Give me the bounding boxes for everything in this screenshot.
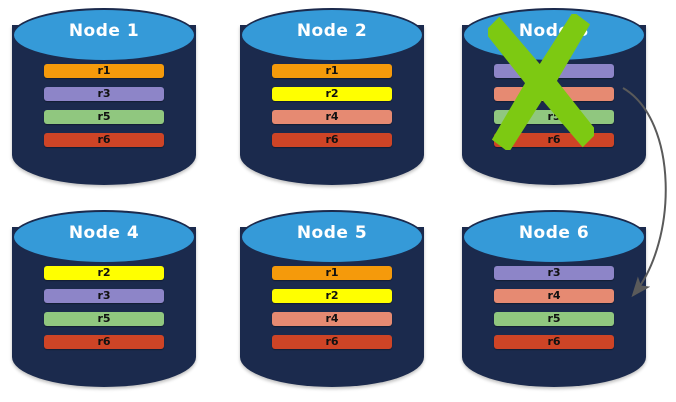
node-2-replica-row[interactable]: r1: [272, 64, 392, 78]
node-4-replica-row[interactable]: r3: [44, 289, 164, 303]
node-5-replica-list: r1 r2 r4 r6: [272, 266, 392, 349]
node-3-replica-row[interactable]: r5: [494, 110, 614, 124]
node-3-replica-label: r5: [547, 110, 561, 123]
node-1-replica-list: r1 r3 r5 r6: [44, 64, 164, 147]
node-5-cylinder-top: [240, 210, 424, 264]
node-1-replica-label: r1: [97, 64, 111, 77]
node-6-replica-row[interactable]: r4: [494, 289, 614, 303]
node-6-replica-row[interactable]: r6: [494, 335, 614, 349]
node-6-replica-label: r5: [547, 312, 561, 325]
node-5-replica-row[interactable]: r4: [272, 312, 392, 326]
node-2-replica-label: r6: [325, 133, 339, 146]
node-2-replica-row[interactable]: r6: [272, 133, 392, 147]
node-5-replica-row[interactable]: r6: [272, 335, 392, 349]
node-1-replica-row[interactable]: r5: [44, 110, 164, 124]
node-5-replica-label: r6: [325, 335, 339, 348]
node-4-replica-label: r6: [97, 335, 111, 348]
node-2-replica-label: r4: [325, 110, 339, 123]
node-1-replica-row[interactable]: r3: [44, 87, 164, 101]
node-2-replica-list: r1 r2 r4 r6: [272, 64, 392, 147]
node-4-cylinder-top: [12, 210, 196, 264]
node-6-replica-row[interactable]: r5: [494, 312, 614, 326]
node-6-replica-row[interactable]: r3: [494, 266, 614, 280]
node-1-replica-label: r3: [97, 87, 111, 100]
node-5-replica-label: r2: [325, 289, 339, 302]
node-1-replica-label: r6: [97, 133, 111, 146]
node-5-replica-row[interactable]: r1: [272, 266, 392, 280]
node-2-replica-row[interactable]: r2: [272, 87, 392, 101]
node-2-replica-label: r2: [325, 87, 339, 100]
node-1-cylinder-top: [12, 8, 196, 62]
node-2-replica-row[interactable]: r4: [272, 110, 392, 124]
node-4-replica-label: r2: [97, 266, 111, 279]
node-3-replica-row[interactable]: r4: [494, 87, 614, 101]
node-4-replica-row[interactable]: r6: [44, 335, 164, 349]
node-4-replica-list: r2 r3 r5 r6: [44, 266, 164, 349]
node-5-replica-row[interactable]: r2: [272, 289, 392, 303]
node-5-replica-label: r1: [325, 266, 339, 279]
node-2[interactable]: Node 2 r1 r2 r4 r6: [240, 8, 424, 186]
node-3-replica-label: r3: [547, 64, 561, 77]
node-3-replica-row[interactable]: r6: [494, 133, 614, 147]
node-6-replica-label: r4: [547, 289, 561, 302]
node-3-cylinder-top: [462, 8, 646, 62]
node-3[interactable]: Node 3 r3 r4 r5 r6: [462, 8, 646, 186]
node-6-replica-label: r6: [547, 335, 561, 348]
node-6[interactable]: Node 6 r3 r4 r5 r6: [462, 210, 646, 388]
node-4[interactable]: Node 4 r2 r3 r5 r6: [12, 210, 196, 388]
node-3-replica-row[interactable]: r3: [494, 64, 614, 78]
node-4-replica-label: r3: [97, 289, 111, 302]
node-3-replica-label: r4: [547, 87, 561, 100]
node-4-replica-row[interactable]: r2: [44, 266, 164, 280]
node-2-cylinder-top: [240, 8, 424, 62]
node-6-replica-label: r3: [547, 266, 561, 279]
node-6-replica-list: r3 r4 r5 r6: [494, 266, 614, 349]
node-1-replica-label: r5: [97, 110, 111, 123]
node-5[interactable]: Node 5 r1 r2 r4 r6: [240, 210, 424, 388]
node-4-replica-row[interactable]: r5: [44, 312, 164, 326]
node-1[interactable]: Node 1 r1 r3 r5 r6: [12, 8, 196, 186]
node-3-replica-label: r6: [547, 133, 561, 146]
node-2-replica-label: r1: [325, 64, 339, 77]
node-1-replica-row[interactable]: r6: [44, 133, 164, 147]
node-6-cylinder-top: [462, 210, 646, 264]
node-3-replica-list: r3 r4 r5 r6: [494, 64, 614, 147]
node-4-replica-label: r5: [97, 312, 111, 325]
node-1-replica-row[interactable]: r1: [44, 64, 164, 78]
node-5-replica-label: r4: [325, 312, 339, 325]
